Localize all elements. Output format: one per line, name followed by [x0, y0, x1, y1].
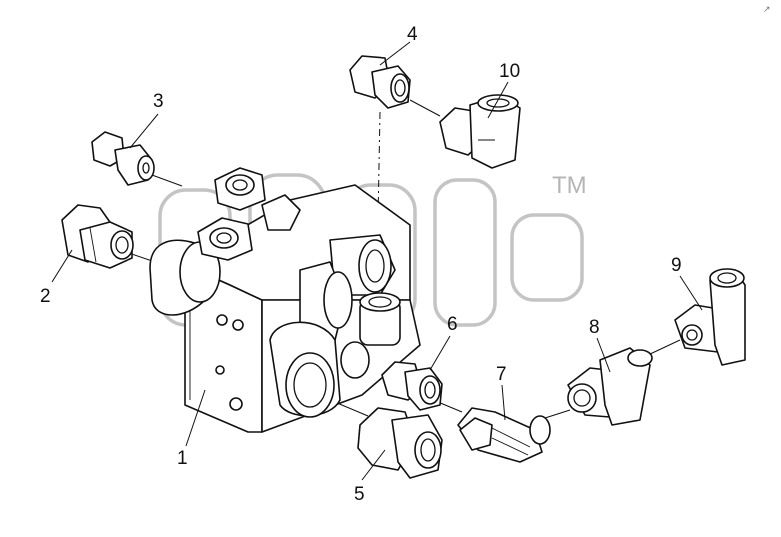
part-number-labels: 1 2 3 4 5 6 7 8 9 10 — [40, 24, 682, 505]
label-part-8: 8 — [589, 317, 600, 338]
part-4-fitting — [349, 55, 411, 109]
label-part-1: 1 — [177, 448, 188, 469]
label-part-2: 2 — [40, 286, 51, 307]
valve-block-body — [149, 167, 421, 433]
banjo-fitting-in-block — [359, 292, 401, 346]
corner-mark: ↗ — [763, 5, 771, 15]
label-part-10: 10 — [499, 61, 520, 82]
label-part-4: 4 — [407, 24, 418, 45]
part-10-banjo-elbow — [439, 94, 521, 169]
part-8-tee-body — [567, 347, 653, 426]
label-part-7: 7 — [496, 364, 507, 385]
part-7-elbow — [457, 407, 551, 463]
part-9-tee — [674, 268, 746, 366]
label-part-5: 5 — [354, 484, 365, 505]
watermark-tm: TM — [552, 172, 587, 199]
assembly-center-lines — [119, 99, 681, 419]
label-part-6: 6 — [447, 314, 458, 335]
part-3-nipple — [91, 131, 155, 186]
part-2-adapter — [61, 204, 134, 269]
part-6-fitting — [381, 361, 443, 411]
part-5-adapter — [357, 407, 443, 479]
label-part-9: 9 — [671, 255, 682, 276]
label-leaders — [51, 41, 703, 481]
label-part-3: 3 — [153, 91, 164, 112]
